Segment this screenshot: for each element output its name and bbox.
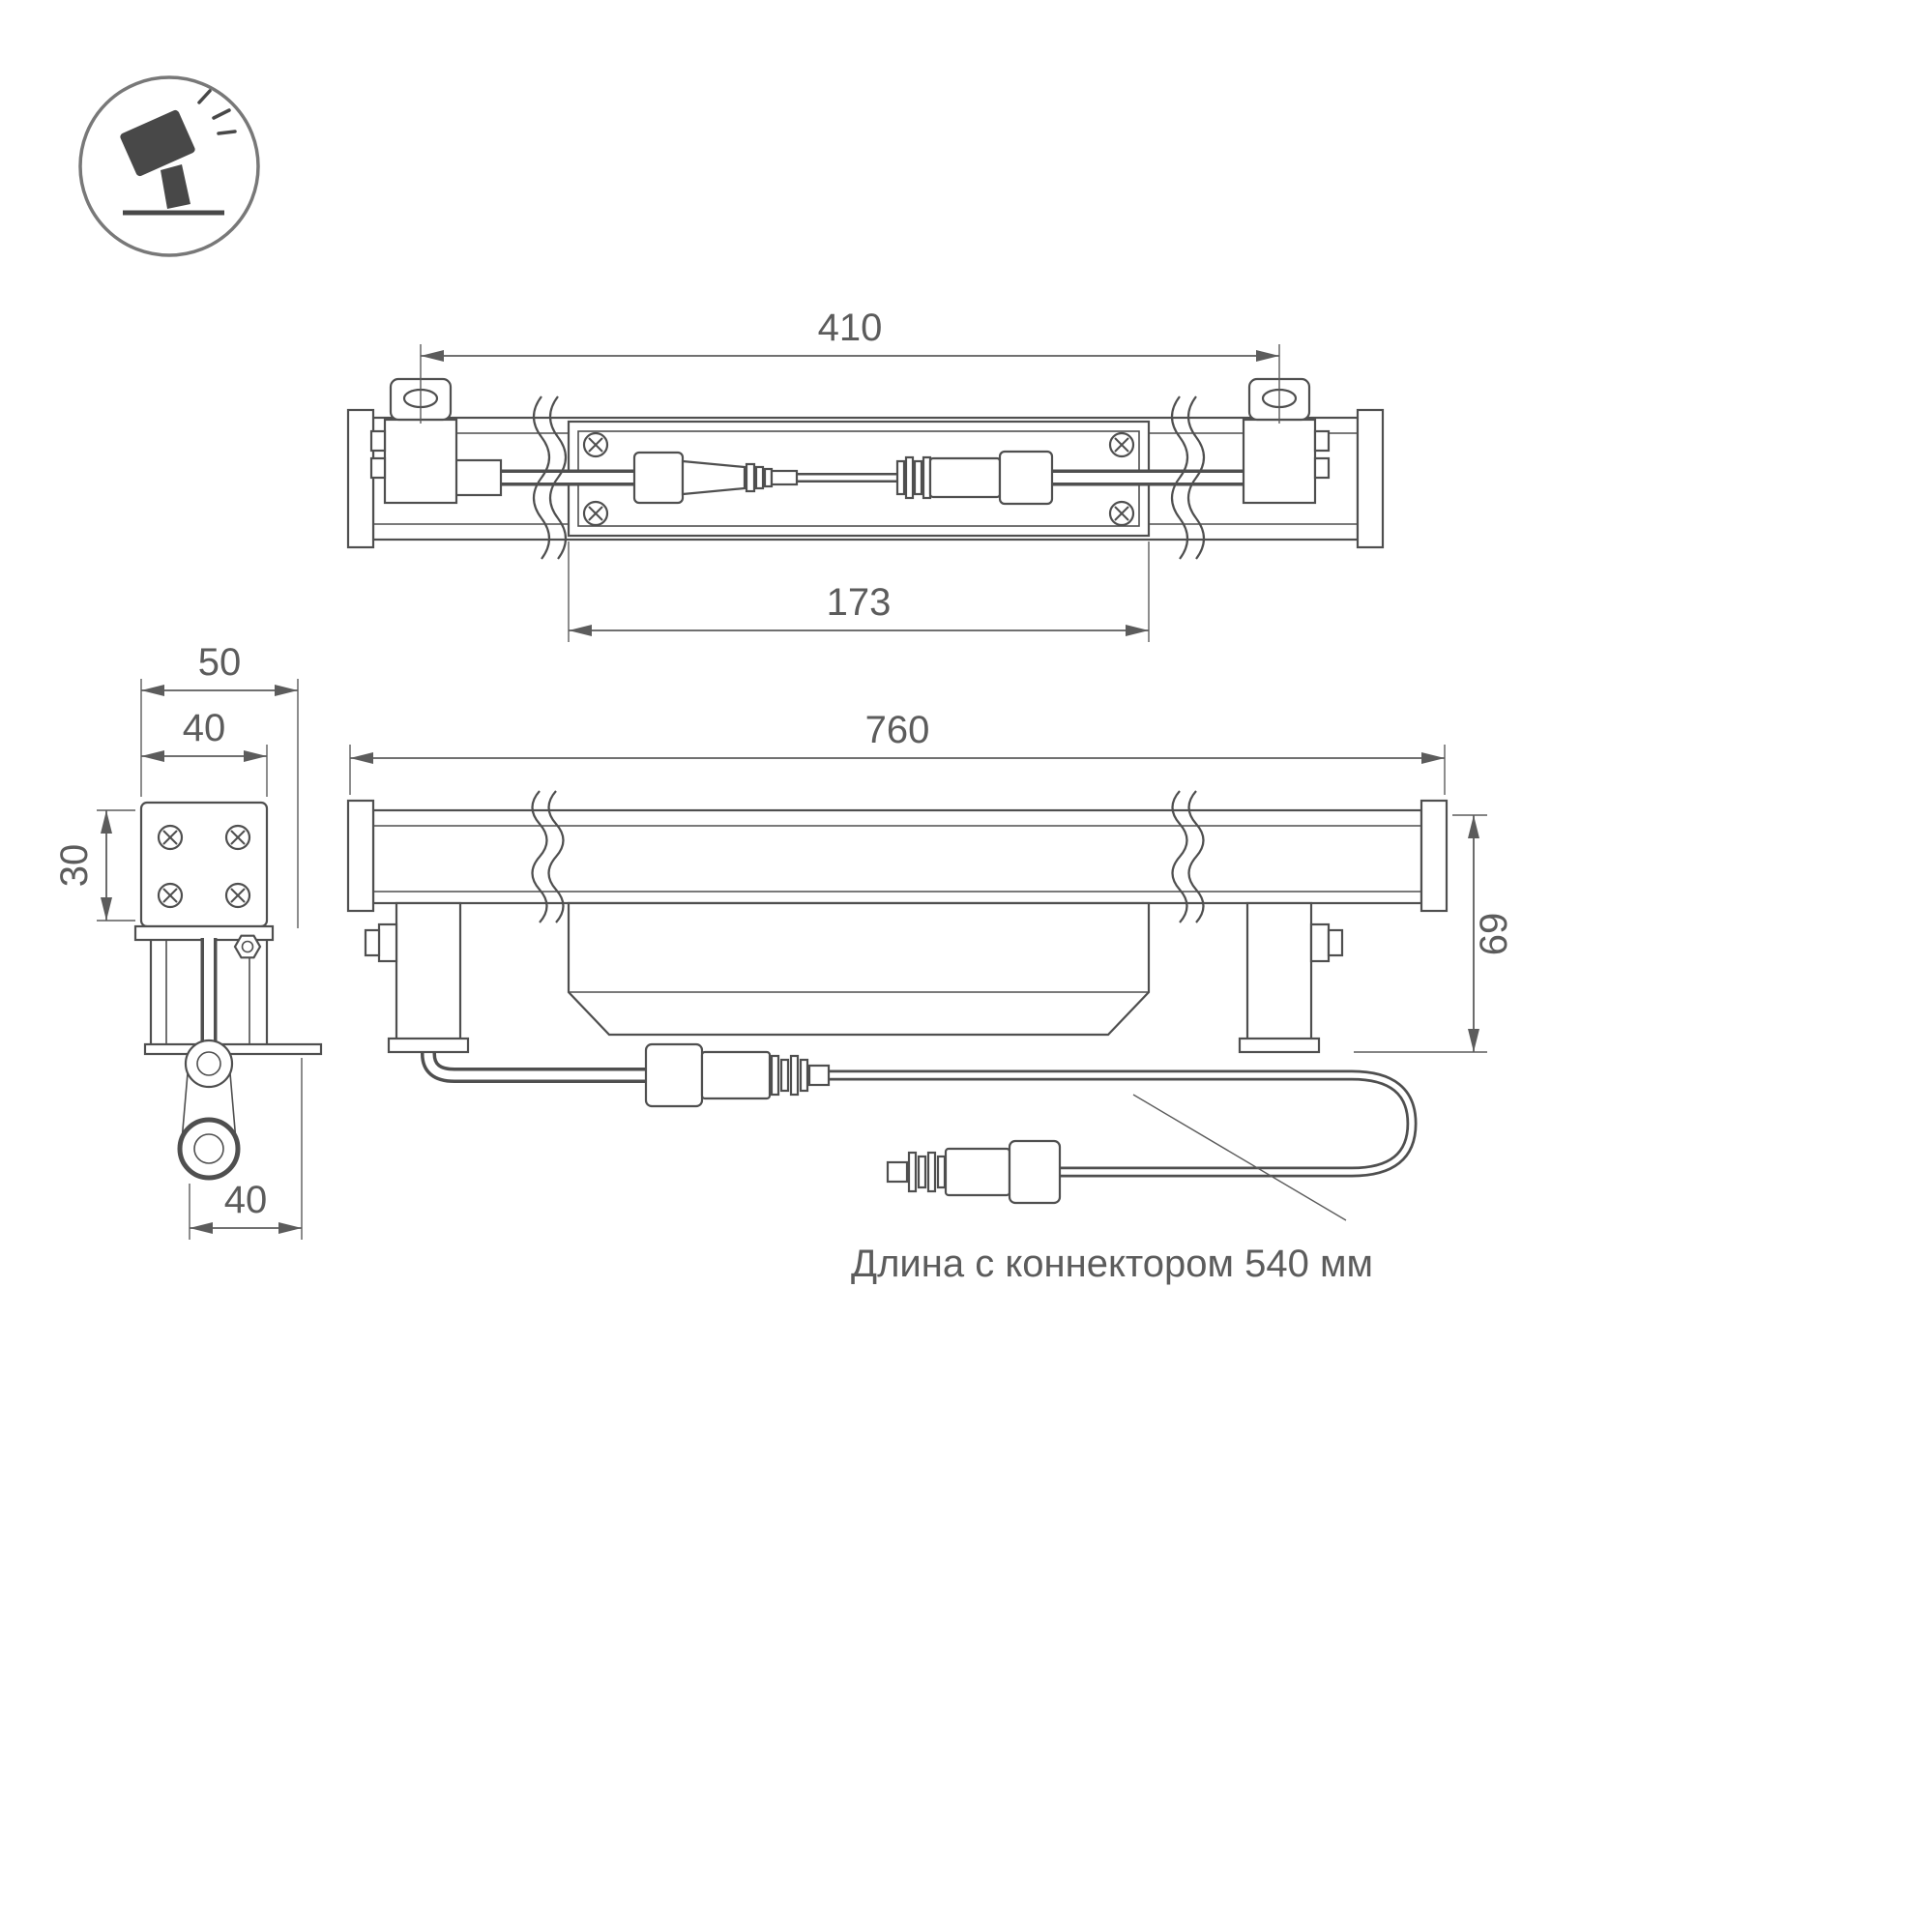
profile-body bbox=[139, 801, 269, 928]
end-cap-left bbox=[346, 799, 375, 913]
dim-label-40-bottom: 40 bbox=[224, 1179, 268, 1221]
break-line bbox=[531, 790, 548, 923]
bracket-foot bbox=[1238, 1037, 1321, 1054]
screw-icon bbox=[582, 500, 609, 527]
end-view: 50 40 30 40 bbox=[53, 641, 323, 1240]
bracket-foot bbox=[387, 1037, 470, 1054]
floodlight-head bbox=[120, 109, 195, 177]
dim-label-30: 30 bbox=[53, 844, 96, 888]
connector-female bbox=[895, 450, 1054, 506]
connector-male bbox=[632, 451, 799, 505]
dim-label-173: 173 bbox=[827, 581, 892, 624]
mount-bracket-left bbox=[364, 901, 470, 1054]
dim-label-50: 50 bbox=[198, 641, 242, 684]
connector-pair bbox=[644, 1042, 831, 1108]
dimension-760: 760 bbox=[349, 709, 1446, 795]
break-line bbox=[1171, 790, 1188, 923]
floodlight-stand bbox=[161, 164, 190, 209]
light-ray-icon bbox=[197, 89, 212, 104]
screw-icon bbox=[582, 431, 609, 458]
dim-label-40-top: 40 bbox=[183, 707, 226, 749]
icon-circle bbox=[78, 75, 260, 257]
break-line bbox=[548, 395, 568, 560]
connector-free-end bbox=[886, 1139, 1062, 1205]
break-line bbox=[547, 790, 565, 923]
connector-barrel bbox=[184, 1039, 234, 1089]
dim-label-69: 69 bbox=[1473, 913, 1515, 956]
break-line bbox=[1187, 790, 1205, 923]
break-line bbox=[1170, 395, 1189, 560]
dim-label-760: 760 bbox=[865, 709, 930, 751]
break-line bbox=[532, 395, 551, 560]
cable-loop bbox=[810, 1069, 1418, 1178]
screw-icon bbox=[157, 824, 184, 851]
hex-nut-icon bbox=[233, 934, 262, 959]
dim-label-410: 410 bbox=[818, 307, 883, 349]
floodlight-icon bbox=[78, 75, 260, 257]
screw-icon bbox=[1108, 431, 1135, 458]
bracket-side bbox=[143, 940, 323, 1056]
break-line bbox=[1186, 395, 1206, 560]
mount-bracket-right bbox=[1242, 377, 1331, 505]
side-view: 760 69 Длина с коннектором 540 мм bbox=[346, 709, 1515, 1285]
connector-face bbox=[177, 1117, 241, 1181]
end-cap-right bbox=[1420, 799, 1449, 913]
mount-bracket-left bbox=[369, 377, 458, 505]
dimension-30: 30 bbox=[53, 809, 135, 922]
bracket-foot bbox=[143, 1042, 323, 1056]
dimension-40-bottom: 40 bbox=[189, 1058, 303, 1240]
light-ray-icon bbox=[212, 108, 231, 120]
end-cap-right bbox=[1356, 408, 1385, 549]
screw-icon bbox=[224, 824, 251, 851]
dimension-50: 50 bbox=[140, 641, 299, 928]
end-cap-left bbox=[346, 408, 375, 549]
mount-bracket-right bbox=[1238, 901, 1344, 1054]
dimension-69: 69 bbox=[1354, 814, 1515, 1053]
dimension-410: 410 bbox=[420, 307, 1280, 424]
tube-body bbox=[371, 808, 1423, 905]
light-ray-icon bbox=[217, 130, 237, 135]
screw-icon bbox=[224, 882, 251, 909]
top-view: 410 173 bbox=[346, 307, 1385, 642]
dimension-173: 173 bbox=[568, 542, 1150, 642]
connector-length-note: Длина с коннектором 540 мм bbox=[851, 1243, 1373, 1285]
dimension-40-top: 40 bbox=[141, 707, 268, 797]
screw-icon bbox=[1108, 500, 1135, 527]
cable-gland bbox=[453, 458, 503, 497]
screw-icon bbox=[157, 882, 184, 909]
driver-housing bbox=[567, 901, 1151, 1037]
leader-line bbox=[1132, 1094, 1347, 1221]
